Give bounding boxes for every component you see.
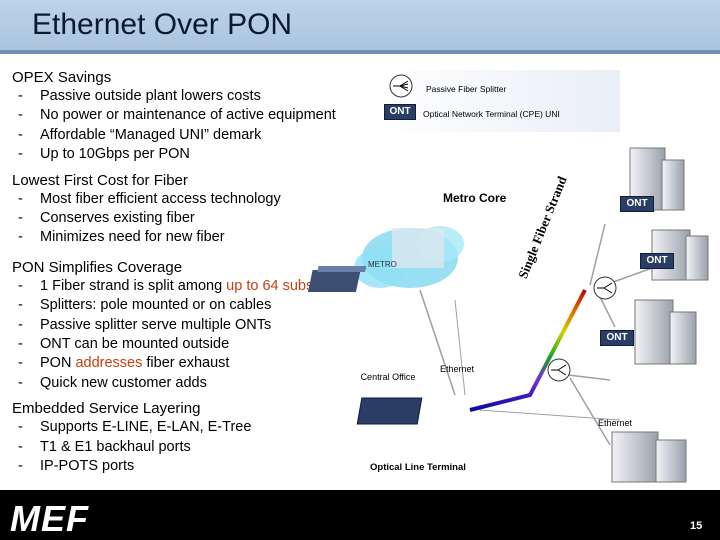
footer-bar xyxy=(0,490,720,540)
bullet-text: Passive outside plant lowers costs xyxy=(40,88,261,104)
section-heading: Embedded Service Layering xyxy=(12,400,201,418)
bullet-item: -Affordable “Managed UNI” demark xyxy=(18,126,262,143)
bullet-item: -Passive splitter serve multiple ONTs xyxy=(18,316,272,333)
bullet-item: -Conserves existing fiber xyxy=(18,210,195,227)
olt-label: Optical Line Terminal xyxy=(370,462,466,473)
metro-core-cloud xyxy=(307,226,464,292)
bullet-text: Splitters: pole mounted or on cables xyxy=(40,297,272,314)
text-content: OPEX Savings -Passive outside plant lower… xyxy=(12,68,412,477)
building-icon xyxy=(634,299,697,365)
ont-box: ONT xyxy=(600,330,634,346)
bullet-item: -Passive outside plant lowers costs xyxy=(18,88,261,104)
bullet-item: -Most fiber efficient access technology xyxy=(18,190,281,207)
mef-logo: MEF xyxy=(10,498,89,539)
central-office-label: Central Office xyxy=(360,372,416,382)
bullet-item: -Splitters: pole mounted or on cables xyxy=(18,297,272,314)
bullet-text: Passive splitter serve multiple ONTs xyxy=(40,316,272,333)
bullet-text: Supports E-LINE, E-LAN, E-Tree xyxy=(40,419,252,436)
bullet-text: T1 & E1 backhaul ports xyxy=(40,438,191,455)
title-divider xyxy=(0,50,720,54)
bullet-item: -No power or maintenance of active equip… xyxy=(18,107,336,124)
legend-ont-box: ONT xyxy=(384,104,416,120)
bullet-text: Quick new customer adds xyxy=(40,374,207,391)
section-heading: Lowest First Cost for Fiber xyxy=(12,171,188,189)
ont-box: ONT xyxy=(620,196,654,212)
bullet-item: -Minimizes need for new fiber xyxy=(18,229,225,246)
metro-core-label: Metro Core xyxy=(443,191,507,205)
bullet-text: IP-POTS ports xyxy=(40,458,135,475)
pon-network-diagram xyxy=(307,147,709,483)
page-title: Ethernet Over PON xyxy=(32,8,293,41)
bullet-text: 1 Fiber strand is split among xyxy=(40,277,227,294)
ethernet-label: Ethernet xyxy=(440,364,475,374)
legend: Passive Fiber Splitter ONT Optical Netwo… xyxy=(380,70,620,132)
section-heading: PON Simplifies Coverage xyxy=(12,258,183,276)
splitter-icon xyxy=(389,74,413,98)
bullet-text: Most fiber efficient access technology xyxy=(40,190,281,207)
bullet-text: No power or maintenance of active equipm… xyxy=(40,107,336,124)
page-number: 15 xyxy=(690,520,703,532)
bullet-item: -T1 & E1 backhaul ports xyxy=(18,438,191,455)
highlighted-text: addresses xyxy=(75,355,143,372)
bullet-item: -IP-POTS ports xyxy=(18,458,135,475)
bullet-item: -Supports E-LINE, E-LAN, E-Tree xyxy=(18,419,252,436)
splitter-icon xyxy=(593,276,617,300)
bullet-item: -ONT can be mounted outside xyxy=(18,336,230,353)
ethernet-label: Ethernet xyxy=(598,418,633,428)
bullet-item: -PON addresses fiber exhaust xyxy=(18,355,230,372)
bullet-text: PON xyxy=(40,355,76,372)
bullet-item: -Quick new customer adds xyxy=(18,374,207,391)
metro-tag: METRO xyxy=(368,260,397,269)
ont-box: ONT xyxy=(640,253,674,269)
title-bar xyxy=(0,0,720,54)
bullet-text: fiber exhaust xyxy=(142,355,230,372)
section-heading: OPEX Savings xyxy=(12,69,112,86)
legend-splitter-label: Passive Fiber Splitter xyxy=(426,84,507,94)
bullet-text: Conserves existing fiber xyxy=(40,210,195,227)
bullet-text: ONT can be mounted outside xyxy=(40,336,230,353)
bullet-text: Up to 10Gbps per PON xyxy=(40,146,190,163)
bullet-text: Affordable “Managed UNI” demark xyxy=(40,126,262,143)
building-icon xyxy=(611,431,687,483)
splitter-icon xyxy=(547,358,571,382)
olt-device xyxy=(356,397,423,425)
olt-tag: OLT xyxy=(445,405,465,416)
bullet-item: -Up to 10Gbps per PON xyxy=(18,146,190,163)
legend-ont-label: Optical Network Terminal (CPE) UNI xyxy=(423,109,560,119)
bullet-text: Minimizes need for new fiber xyxy=(40,229,225,246)
